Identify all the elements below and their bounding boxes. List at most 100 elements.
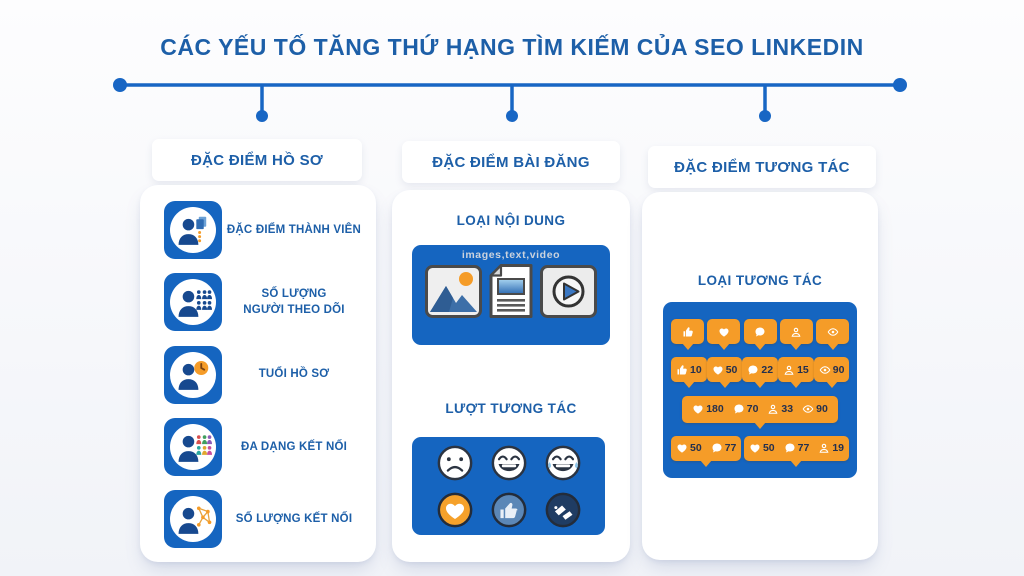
badge-metric: 90 — [819, 363, 845, 376]
reaction-badge — [743, 319, 777, 345]
badge-value: 22 — [761, 363, 774, 376]
like-icon — [682, 326, 694, 338]
badge-metric: 15 — [783, 364, 809, 376]
badge-metric — [754, 326, 766, 338]
profile-item: ĐẶC ĐIỂM THÀNH VIÊN — [164, 201, 366, 259]
page-title: CÁC YẾU TỐ TĂNG THỨ HẠNG TÌM KIẾM CỦA SE… — [160, 34, 864, 60]
heart-icon — [676, 442, 688, 454]
member-profile-icon — [164, 201, 222, 259]
badge-value: 50 — [690, 442, 702, 455]
badge-metric: 10 — [676, 364, 702, 376]
profile-age-icon — [164, 345, 222, 404]
profile-item-label: SỐ LƯỢNG KẾT NỐI — [235, 512, 353, 525]
heart-icon — [749, 442, 761, 454]
badge-metric: 33 — [767, 403, 793, 415]
heart-reaction-icon — [436, 491, 474, 529]
badge-value: 90 — [832, 363, 845, 376]
badge-metric: 22 — [747, 364, 773, 376]
followers-icon — [164, 273, 222, 332]
reaction-badge: 10 — [671, 357, 707, 383]
card-profile: ĐẶC ĐIỂM THÀNH VIÊN SỐ LƯỢNG NGƯỜI THEO D… — [140, 185, 376, 562]
reaction-badge — [779, 319, 813, 345]
badge-metric — [790, 326, 802, 338]
badge-metric — [718, 326, 730, 338]
reaction-badge: 180 70 33 90 — [682, 395, 838, 423]
comment-icon — [784, 442, 796, 454]
eye-icon — [819, 364, 831, 376]
badge-value: 50 — [725, 363, 738, 376]
person-icon — [790, 326, 802, 338]
badge-metric: 19 — [818, 442, 844, 454]
content-type-caption: images,text,video — [461, 249, 561, 261]
profile-items-list: ĐẶC ĐIỂM THÀNH VIÊN SỐ LƯỢNG NGƯỜI THEO D… — [164, 201, 366, 548]
badge-metric: 77 — [711, 442, 737, 455]
eye-icon — [802, 403, 814, 415]
reaction-badge — [671, 319, 704, 345]
video-icon — [540, 264, 597, 323]
laugh-cry-face-icon — [544, 444, 582, 482]
reaction-badge: 22 — [742, 357, 779, 383]
comment-icon — [754, 326, 766, 338]
comment-icon — [733, 403, 745, 415]
reaction-badge — [816, 319, 849, 345]
reaction-icons-grid — [436, 444, 582, 529]
person-icon — [767, 403, 779, 415]
badge-row: 10 50 22 15 90 — [671, 357, 850, 383]
person-icon — [818, 442, 830, 454]
badge-metric: 90 — [802, 403, 828, 415]
eye-icon — [827, 326, 839, 338]
column-header-interaction: ĐẶC ĐIỂM TƯƠNG TÁC — [648, 146, 876, 188]
badge-metric: 50 — [749, 442, 775, 454]
badge-metric: 77 — [784, 442, 810, 455]
reaction-badge: 50 — [706, 357, 743, 383]
thumbs-up-reaction-icon — [490, 491, 528, 529]
reaction-box — [412, 437, 605, 535]
badge-metric: 50 — [712, 363, 738, 376]
badge-value: 77 — [724, 442, 737, 455]
image-icon — [425, 264, 482, 323]
section-header-interaction-type: LOẠI TƯƠNG TÁC — [697, 273, 823, 288]
timeline-connector — [113, 78, 907, 122]
badge-value: 77 — [797, 442, 810, 455]
section-header-interaction-count: LƯỢT TƯƠNG TÁC — [445, 401, 577, 416]
clap-reaction-icon — [544, 491, 582, 529]
profile-item-label: ĐẶC ĐIỂM THÀNH VIÊN — [226, 223, 362, 236]
profile-item: SỐ LƯỢNG KẾT NỐI — [164, 490, 366, 548]
person-icon — [783, 364, 795, 376]
badge-metric — [827, 326, 839, 338]
column-header-post: ĐẶC ĐIỂM BÀI ĐĂNG — [402, 141, 620, 183]
badge-value: 90 — [816, 403, 828, 416]
reaction-badge — [707, 319, 741, 345]
profile-item-label: ĐA DẠNG KẾT NỐI — [240, 440, 348, 453]
profile-item-label: TUỔI HỒ SƠ — [258, 368, 330, 381]
card-post: LOẠI NỘI DUNG images,text,video LƯỢT TƯƠ… — [392, 190, 630, 562]
content-type-icons — [425, 263, 597, 324]
sad-face-icon — [436, 444, 474, 482]
badge-metric — [682, 326, 694, 338]
section-header-content-type: LOẠI NỘI DUNG — [456, 213, 566, 228]
profile-item: SỐ LƯỢNG NGƯỜI THEO DÕI — [164, 273, 366, 332]
laugh-face-icon — [490, 444, 528, 482]
badge-value: 70 — [746, 403, 759, 416]
reaction-badge: 50 77 19 — [743, 435, 849, 461]
interaction-badges-box: 10 50 22 15 90 180 70 33 90 50 77 50 77 19 — [663, 302, 857, 478]
like-icon — [676, 364, 688, 376]
profile-item-label: SỐ LƯỢNG NGƯỜI THEO DÕI — [243, 288, 345, 317]
badge-row: 50 77 50 77 19 — [671, 435, 849, 461]
diverse-connections-icon — [164, 417, 222, 476]
badge-row: 180 70 33 90 — [671, 395, 849, 423]
badge-metric: 70 — [733, 403, 759, 416]
badge-value: 10 — [690, 363, 702, 376]
heart-icon — [718, 326, 730, 338]
heart-icon — [712, 364, 724, 376]
badge-value: 19 — [832, 442, 844, 455]
reaction-badge: 15 — [778, 357, 814, 383]
profile-item: ĐA DẠNG KẾT NỐI — [164, 417, 366, 476]
reaction-badge: 50 77 — [671, 435, 742, 461]
connections-count-icon — [164, 490, 222, 548]
column-header-profile: ĐẶC ĐIỂM HỒ SƠ — [152, 139, 362, 181]
badge-metric: 50 — [676, 442, 702, 454]
badge-value: 180 — [706, 403, 724, 416]
document-icon — [488, 263, 534, 324]
